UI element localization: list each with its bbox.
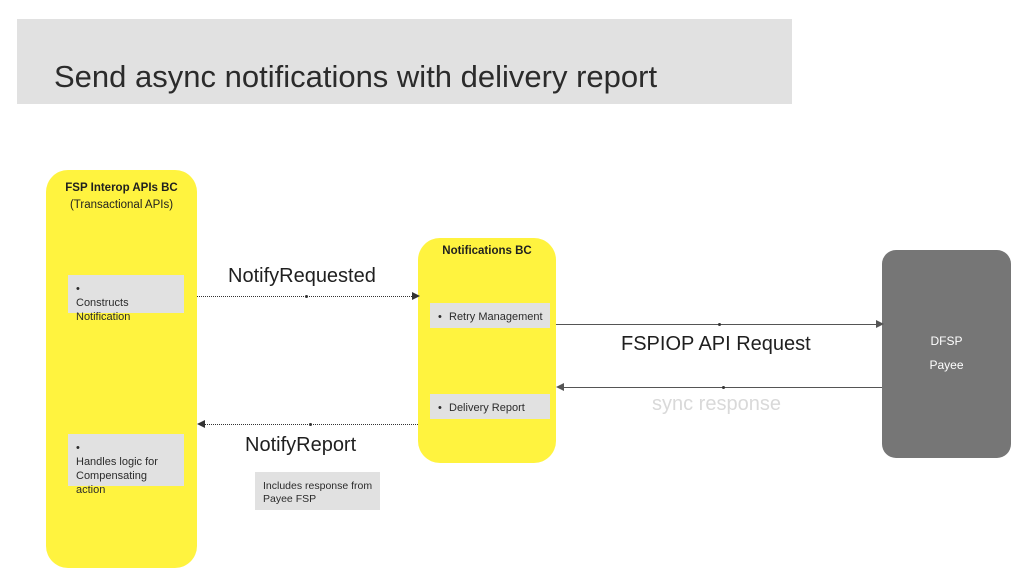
fspiop-api-request-midpoint-handle[interactable]: [718, 323, 721, 326]
notify-report-label: NotifyReport: [245, 434, 357, 456]
notify-report-arrowhead: [197, 420, 205, 428]
notify-requested-midpoint-handle[interactable]: [305, 295, 308, 298]
fsp-interop-apis-bc-title: FSP Interop APIs BC: [65, 182, 178, 194]
item-constructs-notification[interactable]: • Constructs Notification: [68, 275, 184, 323]
sync-response-arrowhead: [556, 383, 564, 391]
item-retry-management-label: Retry Management: [449, 311, 543, 323]
notify-report-note-text: Includes response from Payee FSP: [263, 480, 373, 505]
bullet-icon: •: [76, 283, 80, 295]
notify-requested-arrowhead: [412, 292, 420, 300]
notify-report-midpoint-handle[interactable]: [309, 423, 312, 426]
item-constructs-notification-label: Constructs Notification: [76, 297, 131, 323]
dfsp-label-line2: Payee: [929, 358, 964, 372]
title-banner: Send async notifications with delivery r…: [17, 19, 792, 104]
fspiop-api-request-label: FSPIOP API Request: [621, 333, 811, 355]
notifications-bc-box: Notifications BC: [418, 238, 556, 463]
dfsp-label-line1: DFSP: [930, 334, 963, 348]
item-delivery-report-label: Delivery Report: [449, 402, 525, 414]
notify-requested-label: NotifyRequested: [228, 265, 376, 287]
page-title: Send async notifications with delivery r…: [54, 59, 658, 94]
fsp-interop-apis-bc-box: FSP Interop APIs BC (Transactional APIs): [46, 170, 197, 568]
dfsp-payee-box: DFSP Payee: [882, 250, 1011, 458]
sync-response-label: sync response: [652, 393, 781, 415]
bullet-icon: •: [438, 311, 442, 323]
fsp-interop-apis-bc-subtitle: (Transactional APIs): [69, 199, 174, 211]
bullet-icon: •: [438, 402, 442, 414]
item-handles-compensating-action-label: Handles logic for Compensating action: [76, 456, 158, 496]
bullet-icon: •: [76, 442, 80, 454]
notifications-bc-title: Notifications BC: [442, 245, 532, 257]
notify-report-note: Includes response from Payee FSP: [255, 472, 380, 510]
item-retry-management[interactable]: • Retry Management: [430, 303, 550, 328]
item-handles-compensating-action[interactable]: • Handles logic for Compensating action: [68, 434, 184, 496]
sync-response-midpoint-handle[interactable]: [722, 386, 725, 389]
item-delivery-report[interactable]: • Delivery Report: [430, 394, 550, 419]
fspiop-api-request-arrowhead: [876, 320, 884, 328]
